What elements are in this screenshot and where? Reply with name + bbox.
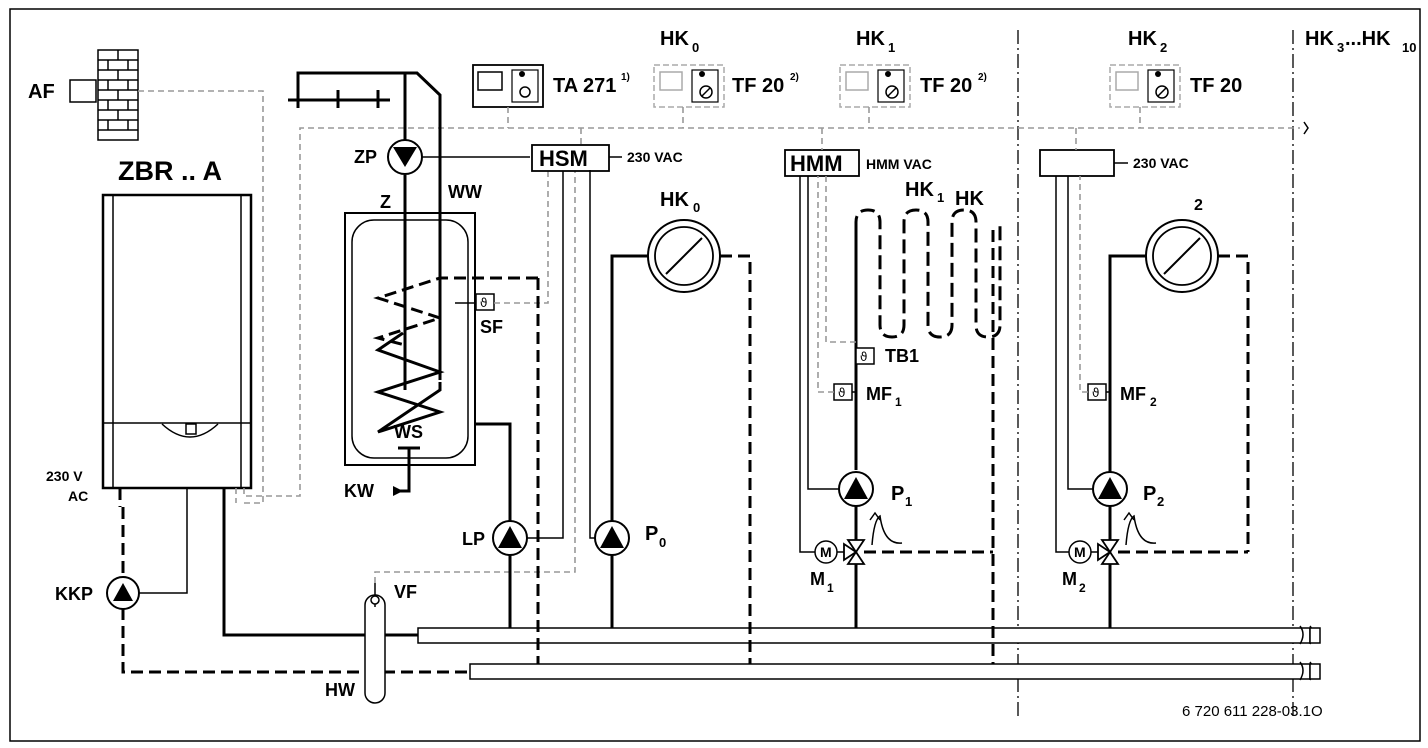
- label-mf2: MF: [1120, 384, 1146, 404]
- label-mf1-sub: 1: [895, 395, 902, 409]
- label-hk3: HK: [1305, 28, 1334, 50]
- label-hk0-rad-sub: 0: [693, 200, 700, 215]
- label-hk-dots: ...HK: [1345, 28, 1391, 50]
- label-hk0-rad: HK: [660, 189, 689, 211]
- tank-outlet-pipe: [475, 422, 512, 522]
- label-m1: M: [810, 569, 825, 589]
- label-hk1-floor: HK: [905, 179, 934, 201]
- label-tf20-hk0: TF 20: [732, 75, 784, 97]
- label-z: Z: [380, 192, 391, 212]
- label-hk3-sub: 3: [1337, 40, 1344, 55]
- label-kw: KW: [344, 481, 374, 501]
- label-hmm: HMM: [790, 151, 843, 176]
- label-vf: VF: [394, 582, 417, 602]
- tb1-sensor-glyph: ϑ: [860, 350, 867, 364]
- label-p0-sub: 0: [659, 535, 666, 550]
- label-zp: ZP: [354, 147, 377, 167]
- boiler-zbr: ZBR .. A 230 V AC: [46, 156, 253, 504]
- label-ta271-note: 1): [621, 72, 630, 83]
- motor-m2-glyph: M: [1074, 544, 1086, 560]
- label-sf: SF: [480, 317, 503, 337]
- label-ac: AC: [68, 488, 88, 504]
- boiler-flow-pipe: [222, 488, 418, 637]
- label-p0: P: [645, 523, 658, 545]
- mf2-sensor-glyph: ϑ: [1092, 386, 1099, 400]
- hk1-circuit: HK 1 TF 20 2) HMM HMM VAC HK 1 HK ϑ TB1: [784, 28, 1002, 664]
- label-p1-sub: 1: [905, 494, 912, 509]
- label-tf20-hk0-note: 2): [790, 72, 799, 83]
- drawing-code: 6 720 611 228-03.1O: [1182, 703, 1323, 720]
- label-230v: 230 V: [46, 468, 83, 484]
- label-lp: LP: [462, 529, 485, 549]
- label-hk1-floor-sub: 1: [937, 190, 944, 205]
- label-m2-sub: 2: [1079, 581, 1086, 595]
- hk3-hk10-label: HK 3 ...HK 10: [1305, 28, 1416, 55]
- label-af: AF: [28, 81, 55, 103]
- mf1-sensor-glyph: ϑ: [838, 386, 845, 400]
- label-hsm-vac: 230 VAC: [627, 149, 683, 165]
- label-ww: WW: [448, 182, 482, 202]
- label-hk10-sub: 10: [1402, 40, 1416, 55]
- return-header: [469, 661, 1321, 681]
- label-zbr: ZBR .. A: [118, 156, 222, 186]
- ta271-controller: TA 271 1): [472, 64, 630, 128]
- label-ws: WS: [394, 422, 423, 442]
- hot-water-distribution: WW Z: [288, 71, 482, 390]
- label-hk2-top-sub: 2: [1160, 40, 1167, 55]
- label-tb1: TB1: [885, 346, 919, 366]
- label-hw: HW: [325, 680, 355, 700]
- brick-wall-icon: [97, 49, 139, 141]
- hk0-circuit: HK 0 TF 20 2) HK 0 P 0: [589, 28, 799, 664]
- label-m1-sub: 1: [827, 581, 834, 595]
- label-mod2-vac: 230 VAC: [1133, 155, 1189, 171]
- label-p1: P: [891, 483, 904, 505]
- label-hk0-top: HK: [660, 28, 689, 50]
- sf-sensor: ϑ SF: [455, 170, 549, 337]
- label-hk2-top: HK: [1128, 28, 1157, 50]
- flow-header: [417, 625, 1321, 645]
- label-mf2-sub: 2: [1150, 395, 1157, 409]
- label-tf20-hk1-note: 2): [978, 72, 987, 83]
- label-hk1-top: HK: [856, 28, 885, 50]
- label-hk1-top-sub: 1: [888, 40, 895, 55]
- af-signal-line: [138, 90, 264, 504]
- label-hmm-vac: HMM VAC: [866, 156, 932, 172]
- label-hk-floor-2: HK: [955, 188, 984, 210]
- hsm-module: HSM 230 VAC: [531, 128, 683, 172]
- hydraulic-separator-hw: VF HW: [325, 582, 417, 704]
- label-mf1: MF: [866, 384, 892, 404]
- tf20-hk2: TF 20: [1109, 64, 1242, 128]
- label-hk0-top-sub: 0: [692, 40, 699, 55]
- vf-signal-line: [374, 170, 576, 583]
- motor-m1-glyph: M: [820, 544, 832, 560]
- hk2-circuit: HK 2 TF 20 230 VAC 2 ϑ MF 2: [1039, 28, 1250, 628]
- dhw-tank: WS: [344, 212, 538, 466]
- outdoor-sensor-af: AF: [28, 49, 139, 141]
- boiler-bus-line: [243, 127, 1300, 497]
- floor-heating-loops: [854, 208, 1002, 470]
- label-two: 2: [1194, 197, 1203, 214]
- tf20-hk0: TF 20 2): [653, 64, 799, 128]
- label-kkp: KKP: [55, 584, 93, 604]
- zp-pump: ZP: [354, 139, 530, 175]
- af-sensor-icon: [69, 79, 97, 103]
- tf20-hk1: TF 20 2): [839, 64, 987, 128]
- label-m2: M: [1062, 569, 1077, 589]
- label-hsm: HSM: [539, 146, 588, 171]
- sf-sensor-glyph: ϑ: [480, 296, 487, 310]
- kkp-pump: KKP: [55, 488, 188, 610]
- label-p2: P: [1143, 483, 1156, 505]
- lp-pump: LP: [462, 170, 564, 556]
- label-tf20-hk1: TF 20: [920, 75, 972, 97]
- label-ta271: TA 271: [553, 75, 616, 97]
- label-tf20-hk2: TF 20: [1190, 75, 1242, 97]
- label-p2-sub: 2: [1157, 494, 1164, 509]
